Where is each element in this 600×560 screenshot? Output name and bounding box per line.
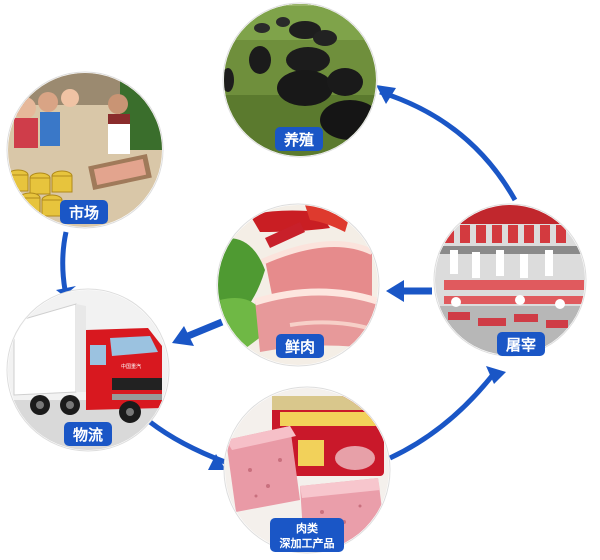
arrow-processed-to-logistics bbox=[148, 420, 226, 465]
cycle-arrows bbox=[56, 85, 518, 470]
fresh-meat-label: 鲜肉 bbox=[285, 338, 315, 356]
arrowhead-processed-left bbox=[208, 454, 226, 470]
breeding-label: 养殖 bbox=[283, 131, 314, 149]
arrow-logistics-to-market bbox=[60, 231, 69, 291]
processed-label-bg bbox=[270, 518, 344, 552]
logistics-label-bg bbox=[64, 422, 112, 446]
fresh-meat-label-bg bbox=[276, 334, 324, 358]
arrowhead-fresh-to-logistics bbox=[172, 326, 194, 346]
node-fresh-meat: 鲜肉 bbox=[216, 203, 380, 367]
node-logistics: 中国重汽 物流 bbox=[6, 288, 170, 452]
truck-windshield bbox=[110, 336, 158, 356]
node-processed: 肉类 深加工产品 bbox=[223, 386, 391, 554]
slaughter-label-bg bbox=[497, 332, 545, 356]
arrow-fresh-to-logistics bbox=[186, 318, 224, 340]
arrowhead-slaughter-bottom bbox=[486, 366, 506, 384]
arrowhead-breeding-side bbox=[376, 85, 396, 104]
arrow-slaughter-to-processed bbox=[388, 370, 497, 461]
market-label-bg bbox=[60, 200, 108, 224]
processed-label-line1: 肉类 bbox=[296, 521, 319, 535]
slaughter-label: 屠宰 bbox=[506, 336, 536, 354]
slaughter-photo bbox=[435, 205, 585, 355]
logistics-label: 物流 bbox=[73, 426, 103, 444]
market-label: 市场 bbox=[69, 204, 99, 222]
breeding-label-bg bbox=[275, 127, 323, 151]
arrowhead-slaughter-to-fresh bbox=[386, 280, 404, 302]
node-breeding: 养殖 bbox=[222, 2, 378, 158]
node-slaughter: 屠宰 bbox=[433, 203, 587, 357]
arrow-breeding-to-slaughter bbox=[379, 89, 518, 202]
truck-box bbox=[13, 303, 77, 396]
processed-label-line2: 深加工产品 bbox=[280, 536, 335, 550]
truck-brand-text: 中国重汽 bbox=[121, 363, 141, 370]
luncheon-block-1 bbox=[226, 426, 300, 512]
node-market: 市场 bbox=[6, 71, 164, 229]
